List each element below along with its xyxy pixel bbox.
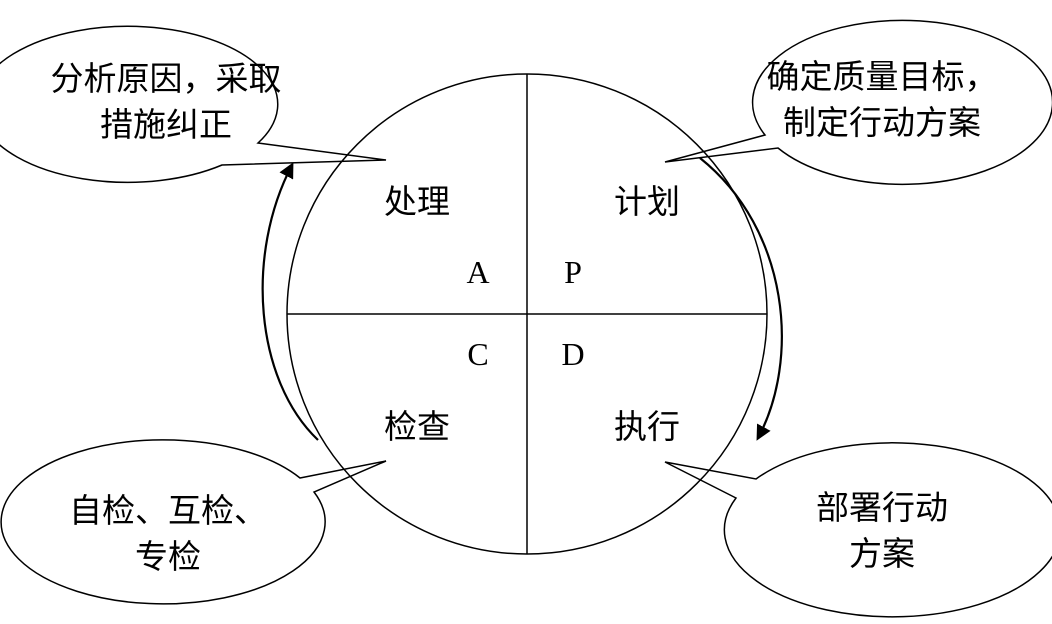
- cycle-arrow-right: [699, 157, 783, 441]
- quadrant-do-letter: D: [561, 336, 584, 372]
- callout-top-left: 分析原因，采取 措施纠正: [0, 25, 387, 184]
- speech-bubble: [0, 439, 387, 605]
- callout-bottom-left-line-1: 自检、互检、: [69, 491, 267, 530]
- callout-bottom-right-line-2: 方案: [849, 534, 915, 573]
- cycle-arrow-left: [261, 162, 319, 441]
- quadrant-plan-letter: P: [564, 254, 582, 290]
- quadrant-plan-label: 计划: [614, 182, 680, 221]
- speech-bubble: [0, 25, 387, 184]
- speech-bubble: [664, 19, 1052, 186]
- callout-top-right: 确定质量目标， 制定行动方案: [664, 19, 1052, 186]
- quadrant-act-letter: A: [466, 254, 489, 290]
- callout-bottom-right-line-1: 部署行动: [816, 488, 948, 527]
- quadrant-act-label: 处理: [384, 182, 450, 221]
- quadrant-do-label: 执行: [614, 407, 680, 446]
- callout-bottom-left: 自检、互检、 专检: [0, 439, 387, 605]
- pdca-circle: [286, 73, 768, 555]
- callout-top-left-line-1: 分析原因，采取: [51, 59, 282, 98]
- quadrant-check-letter: C: [467, 336, 488, 372]
- callout-top-right-line-1: 确定质量目标，: [767, 57, 998, 96]
- callout-bottom-left-line-2: 专检: [135, 537, 201, 576]
- callout-top-right-line-2: 制定行动方案: [783, 103, 981, 142]
- speech-bubble: [664, 442, 1052, 618]
- callout-top-left-line-2: 措施纠正: [100, 105, 232, 144]
- callout-bottom-right: 部署行动 方案: [664, 442, 1052, 618]
- quadrant-check-label: 检查: [384, 407, 450, 446]
